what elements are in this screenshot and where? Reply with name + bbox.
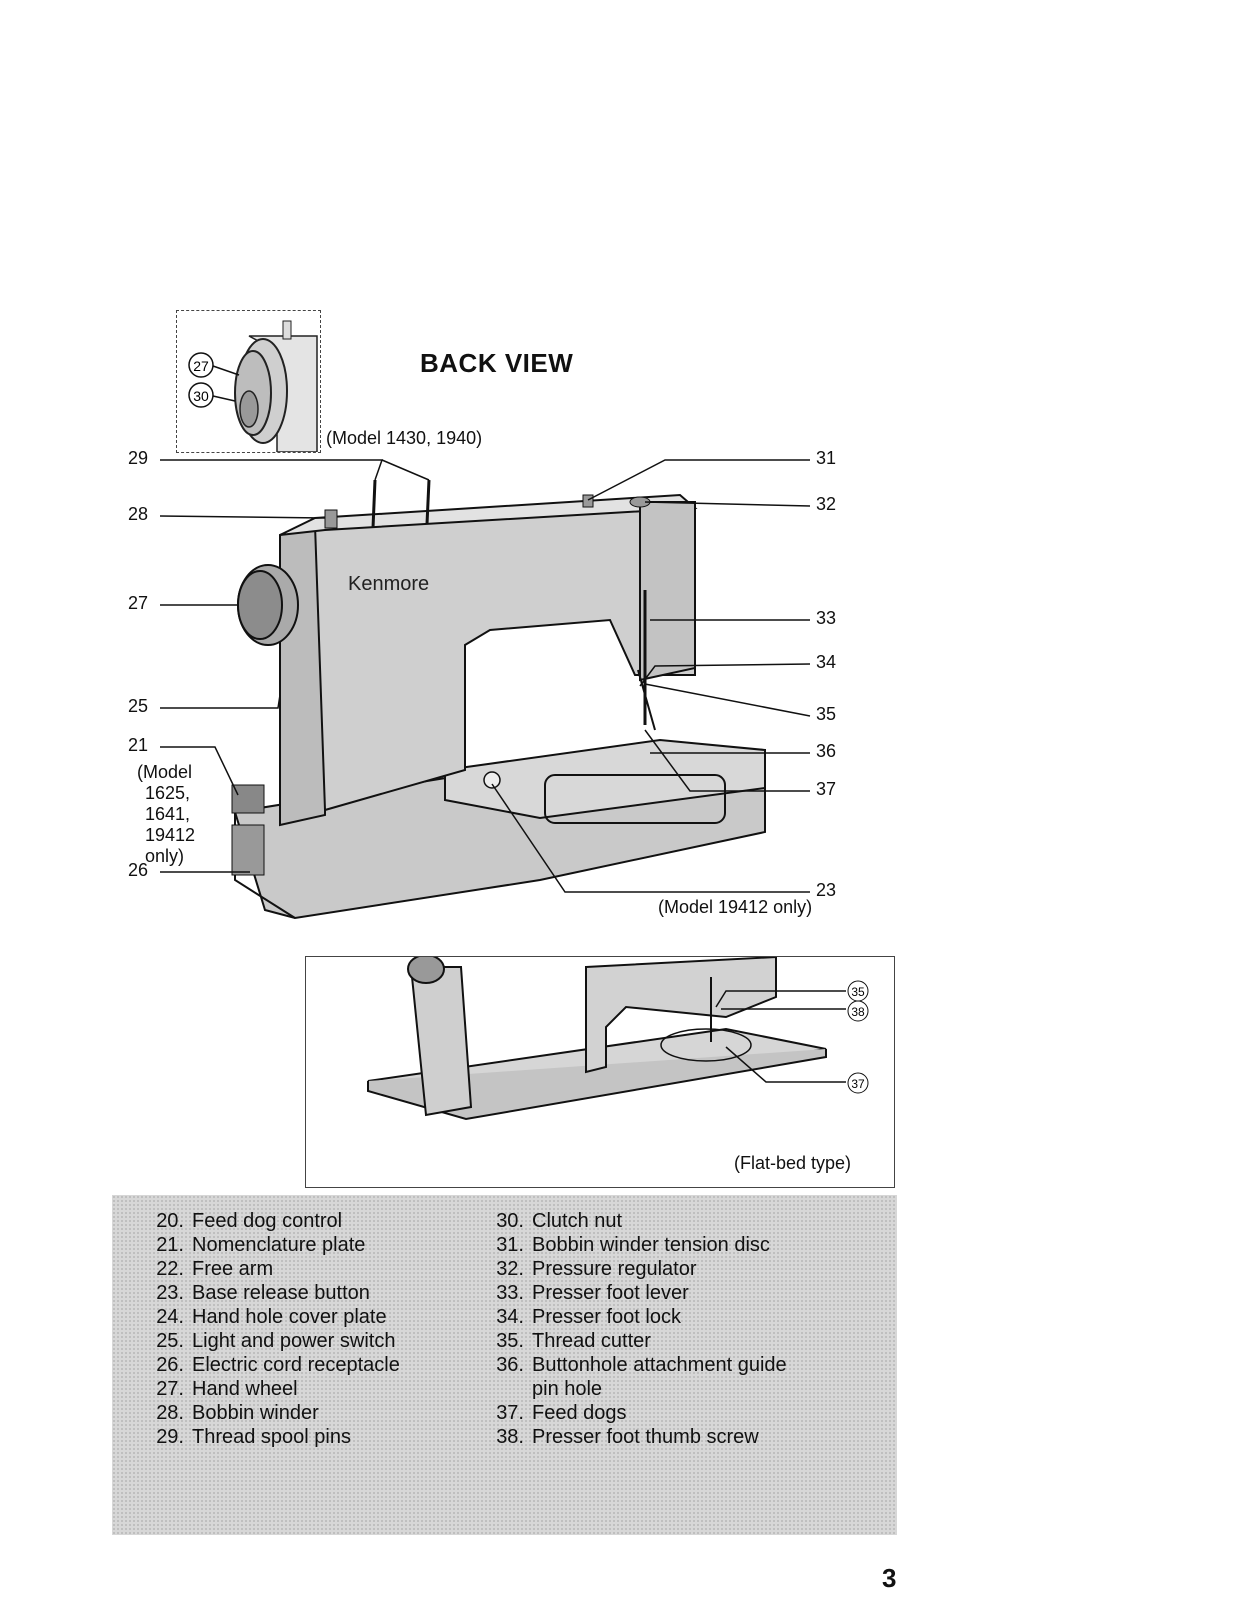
legend-item: 22.Free arm — [156, 1258, 274, 1280]
callout-36: 36 — [816, 741, 837, 761]
flatbed-note: (Flat-bed type) — [734, 1153, 852, 1173]
legend-item: pin hole — [532, 1378, 603, 1400]
parts-legend: 20.Feed dog control 21.Nomenclature plat… — [112, 1195, 897, 1535]
sewing-machine-back-view: Kenmore — [159, 459, 811, 920]
legend-item: 34.Presser foot lock — [496, 1306, 681, 1328]
legend-item: 27.Hand wheel — [156, 1378, 298, 1400]
callout-25: 25 — [128, 696, 149, 716]
inset-caption: (Model 1430, 1940) — [326, 428, 483, 448]
callout-33: 33 — [816, 608, 837, 628]
callout-27-inset: 27 — [193, 358, 209, 374]
callout-34: 34 — [816, 652, 837, 672]
legend-item: 33.Presser foot lever — [496, 1282, 689, 1304]
callout-29: 29 — [128, 448, 149, 468]
callout-37: 37 — [816, 779, 837, 799]
model-side-note: (Model 1625, 1641, 19412 only) — [137, 762, 196, 866]
page-title: BACK VIEW — [420, 348, 574, 378]
page-number: 3 — [882, 1563, 897, 1593]
legend-item: 35.Thread cutter — [496, 1330, 651, 1352]
callout-23: 23 — [816, 880, 837, 900]
callout-26: 26 — [128, 860, 149, 880]
callout-28: 28 — [128, 504, 149, 524]
legend-item: 37.Feed dogs — [496, 1402, 627, 1424]
handwheel-inset: 27 30 — [176, 310, 321, 453]
brand-name: Kenmore — [348, 573, 429, 595]
callout-31: 31 — [816, 448, 837, 468]
callout-35-flatbed: 35 — [851, 985, 865, 999]
legend-item: 21.Nomenclature plate — [156, 1234, 366, 1256]
callout-35: 35 — [816, 704, 837, 724]
callout-37-flatbed: 37 — [851, 1077, 865, 1091]
handwheel-inset-drawing: 27 30 — [188, 320, 318, 453]
callout-32: 32 — [816, 494, 837, 514]
legend-item: 28.Bobbin winder — [156, 1402, 319, 1424]
legend-item: 24.Hand hole cover plate — [156, 1306, 387, 1328]
legend-item: 30.Clutch nut — [496, 1210, 623, 1232]
flatbed-inset: 35 38 37 (Flat-bed type) — [305, 954, 895, 1188]
legend-item: 20.Feed dog control — [156, 1210, 343, 1232]
legend-item: 25.Light and power switch — [156, 1330, 396, 1352]
callout-38-flatbed: 38 — [851, 1005, 865, 1019]
flatbed-drawing: 35 38 37 — [367, 954, 869, 1121]
legend-item: 38.Presser foot thumb screw — [496, 1426, 759, 1448]
legend-item: 31.Bobbin winder tension disc — [496, 1234, 770, 1256]
legend-item: 29.Thread spool pins — [156, 1426, 351, 1448]
legend-item: 23.Base release button — [156, 1282, 370, 1304]
callout-27: 27 — [128, 593, 149, 613]
callout-21: 21 — [128, 735, 149, 755]
legend-item: 36.Buttonhole attachment guide — [496, 1354, 787, 1376]
callout-30-inset: 30 — [193, 388, 209, 404]
base-note: (Model 19412 only) — [658, 897, 813, 917]
legend-item: 26.Electric cord receptacle — [156, 1354, 400, 1376]
legend-item: 32.Pressure regulator — [496, 1258, 697, 1280]
